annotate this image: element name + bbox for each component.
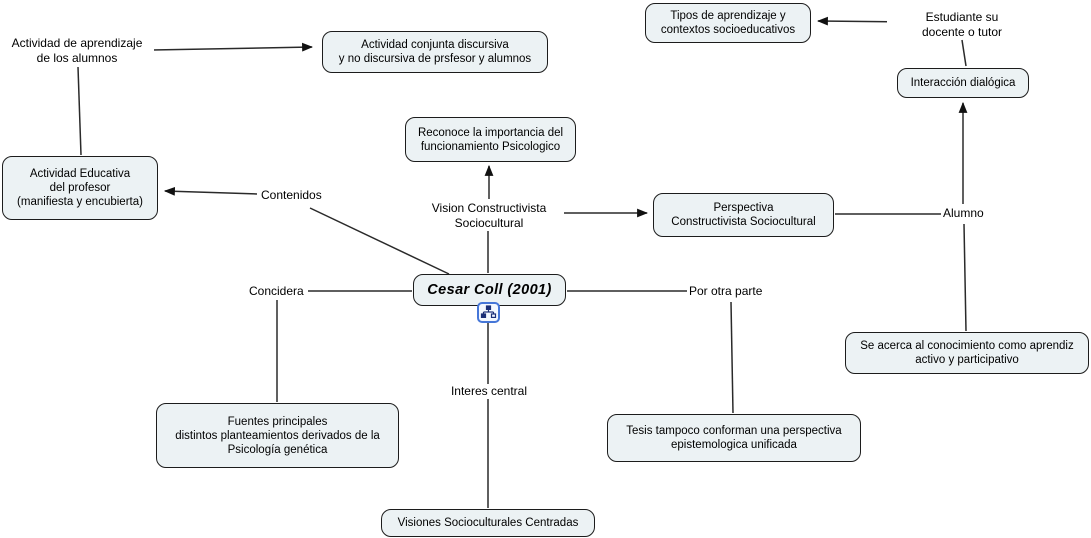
node-actividad-conjunta[interactable]: Actividad conjunta discursiva y no discu…: [322, 31, 548, 73]
label-contenidos[interactable]: Contenidos: [261, 188, 322, 203]
edge-contenidos-to-educativa: [163, 186, 258, 196]
org-chart-icon[interactable]: [477, 302, 500, 323]
label-text-line: Interes central: [450, 384, 528, 398]
label-text-line: de los alumnos: [36, 50, 118, 65]
node-text-line: Perspectiva: [713, 202, 774, 214]
label-text-line: Por otra parte: [689, 284, 763, 298]
edge-estudiante-to-interaccion: [961, 39, 967, 67]
node-text-line: funcionamiento Psicologico: [420, 140, 561, 153]
node-text-line: Psicología genética: [227, 443, 328, 456]
node-text-line: y no discursiva de prsfesor y alumnos: [338, 53, 532, 65]
label-text-line: Sociocultural: [454, 215, 524, 230]
node-reconoce[interactable]: Reconoce la importancia del funcionamien…: [405, 117, 576, 162]
node-text-line: Se acerca al conocimiento como aprendiz: [860, 340, 1074, 352]
node-text-line: Interacción dialógica: [910, 77, 1016, 89]
node-text-line: Constructivista Sociocultural: [671, 216, 816, 228]
node-se-acerca[interactable]: Se acerca al conocimiento como aprendiz …: [845, 332, 1089, 374]
node-visiones[interactable]: Visiones Socioculturales Centradas: [381, 509, 595, 537]
label-text-line: Alumno: [943, 206, 984, 220]
node-text-line: Reconoce la importancia del: [417, 126, 564, 139]
node-text-line: activo y participativo: [915, 354, 1019, 366]
node-actividad-educativa[interactable]: Actividad Educativa del profesor (manifi…: [2, 156, 158, 220]
node-fuentes[interactable]: Fuentes principales distintos planteamie…: [156, 403, 399, 468]
edge-alumno-to-seacerca: [963, 223, 967, 332]
node-interaccion-dialogica[interactable]: Interacción dialógica: [897, 68, 1029, 98]
label-text-line: Estudiante su: [925, 10, 999, 24]
node-tesis[interactable]: Tesis tampoco conforman una perspectiva …: [607, 414, 861, 462]
node-text-line: (manifiesta y encubierta): [17, 196, 143, 208]
label-por-otra-parte[interactable]: Por otra parte: [689, 284, 763, 299]
label-interes-central[interactable]: Interes central: [439, 384, 539, 399]
label-text-line: Actividad de aprendizaje: [11, 36, 143, 50]
edge-aprendizaje-to-conjunta: [151, 42, 314, 52]
node-text-line: distintos planteamientos derivados de la: [175, 429, 380, 442]
label-text-line: Vision Constructivista: [431, 201, 547, 215]
edge-porotraparte-to-tesis: [730, 301, 734, 414]
node-text-line: epistemologica unificada: [671, 439, 797, 451]
node-text-line: Tipos de aprendizaje y: [670, 10, 786, 22]
node-perspectiva[interactable]: Perspectiva Constructivista Sociocultura…: [653, 193, 834, 237]
label-actividad-aprendizaje[interactable]: Actividad de aprendizaje de los alumnos: [0, 36, 154, 65]
node-text-line: Actividad conjunta discursiva: [361, 39, 509, 51]
edge-aprendizaje-to-educativa: [77, 66, 82, 156]
node-text-line: del profesor: [49, 182, 111, 194]
label-vision-constructivista[interactable]: Vision Constructivista Sociocultural: [414, 201, 564, 230]
label-text-line: Contenidos: [261, 188, 322, 202]
label-text-line: Concidera: [249, 284, 304, 298]
node-cesar-coll[interactable]: Cesar Coll (2001): [413, 274, 566, 306]
label-estudiante[interactable]: Estudiante su docente o tutor: [887, 10, 1037, 39]
node-tipos-aprendizaje[interactable]: Tipos de aprendizaje y contextos socioed…: [645, 3, 811, 43]
node-text-line: Cesar Coll (2001): [427, 282, 552, 298]
node-text-line: Actividad Educativa: [29, 168, 131, 180]
label-text-line: docente o tutor: [921, 24, 1003, 39]
node-text-line: Fuentes principales: [227, 415, 328, 428]
node-text-line: Tesis tampoco conforman una perspectiva: [626, 425, 842, 437]
node-text-line: Visiones Socioculturales Centradas: [397, 517, 579, 529]
node-text-line: contextos socioeducativos: [660, 24, 796, 36]
label-concidera[interactable]: Concidera: [249, 284, 304, 299]
label-alumno[interactable]: Alumno: [943, 206, 984, 221]
